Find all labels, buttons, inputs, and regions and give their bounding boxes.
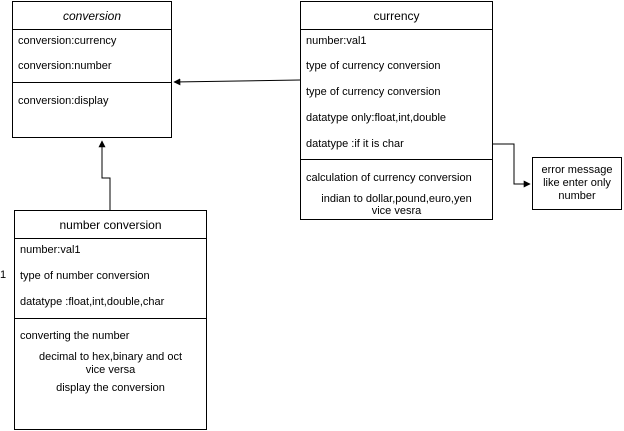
conversion-attributes-divider [13, 82, 171, 83]
error-note-line: number [558, 190, 596, 202]
conversion-method: conversion:display [18, 95, 109, 107]
error-note-line: error message [541, 164, 613, 176]
number-conversion-note: vice versa [85, 364, 136, 376]
number-conversion-attribute: type of number conversion [20, 270, 150, 282]
conversion-attribute: conversion:number [18, 60, 112, 72]
number-conversion-attribute: number:val1 [20, 244, 81, 256]
currency-class-box[interactable]: currency number:val1 type of currency co… [300, 1, 493, 220]
number-conversion-class-title: number conversion [59, 218, 162, 232]
number-conversion-attribute: datatype :float,int,double,char [20, 296, 165, 308]
conversion-attribute: conversion:currency [18, 35, 117, 47]
error-note-box[interactable]: error message like enter only number [532, 157, 622, 210]
number-conversion-method: converting the number [20, 330, 130, 342]
currency-title-divider [301, 29, 492, 30]
number-conversion-to-conversion-arrow [98, 140, 111, 210]
currency-to-conversion-arrow [173, 78, 301, 86]
multiplicity-label: 1 [0, 269, 7, 281]
currency-attributes-divider [301, 159, 492, 160]
currency-method: calculation of currency conversion [306, 172, 472, 184]
currency-attribute: type of currency conversion [306, 60, 441, 72]
currency-note: indian to dollar,pound,euro,yen [321, 193, 472, 205]
number-conversion-class-box[interactable]: number conversion number:val1 type of nu… [14, 210, 207, 430]
number-conversion-attributes-divider [15, 318, 206, 319]
number-conversion-title-divider [15, 238, 206, 239]
number-conversion-note: display the conversion [56, 382, 165, 394]
conversion-class-box[interactable]: conversion conversion:currency conversio… [12, 1, 172, 138]
currency-to-error-note-arrow [492, 143, 531, 188]
currency-attribute: type of currency conversion [306, 86, 441, 98]
error-note-line: like enter only [543, 177, 611, 189]
conversion-title-divider [13, 29, 171, 30]
number-conversion-note: decimal to hex,binary and oct [38, 351, 183, 363]
conversion-class-title: conversion [62, 9, 122, 23]
currency-note: vice vesra [371, 205, 422, 217]
currency-class-title: currency [373, 9, 420, 23]
currency-attribute: number:val1 [306, 35, 367, 47]
currency-attribute: datatype only:float,int,double [306, 112, 447, 124]
currency-attribute: datatype :if it is char [306, 138, 404, 150]
